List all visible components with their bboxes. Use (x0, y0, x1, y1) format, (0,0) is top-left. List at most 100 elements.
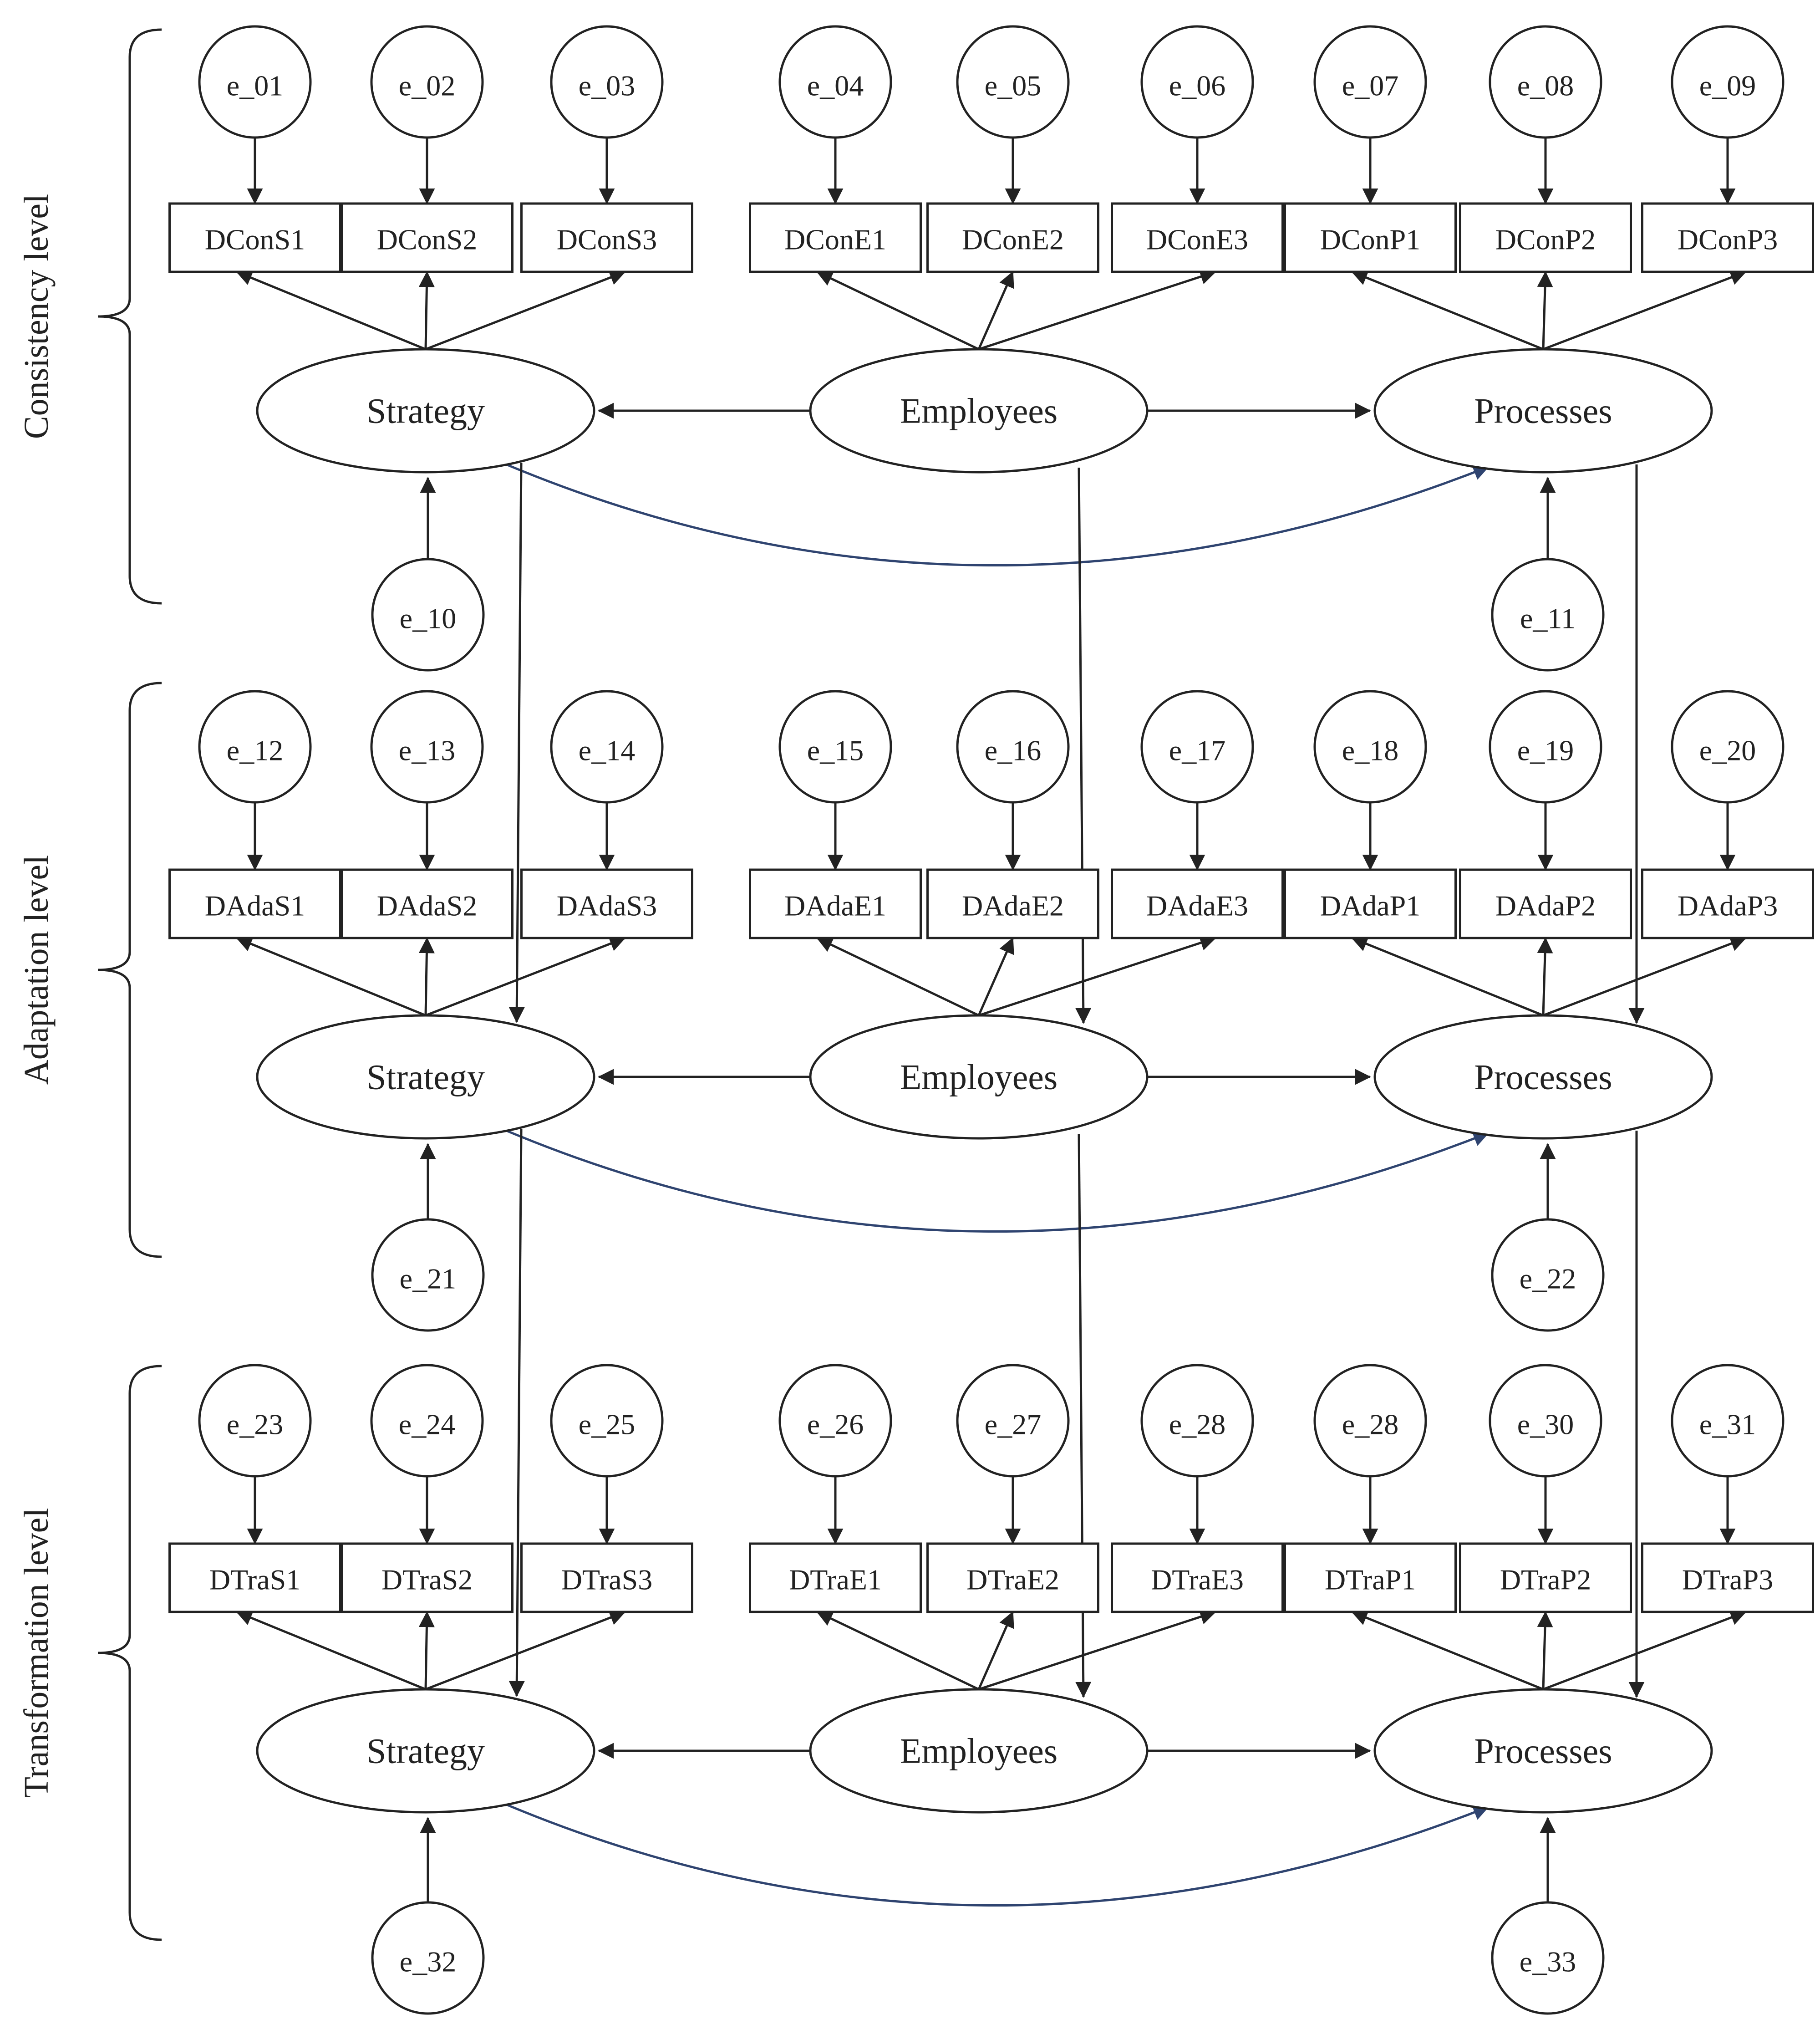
level-3-employees-indicator-label: DTraE1 (789, 1564, 882, 1596)
level-1-processes-indicator-label: DConP3 (1678, 224, 1778, 256)
level-2-strategy-error-circle (550, 690, 664, 804)
level-3-processes-error-label: e_31 (1699, 1408, 1756, 1441)
level-3-strategy-error-circle (198, 1364, 312, 1478)
level-1-processes-disturbance-label: e_11 (1520, 602, 1576, 635)
level-2-to-3-strategy-path (508, 1129, 525, 1697)
level-2-employees-indicator-label: DAdaE3 (1146, 890, 1248, 922)
level-1-strategy-loading-arrow (236, 270, 426, 351)
level-2-employees-loading-arrow (816, 937, 980, 1017)
level-1-processes-indicator-label: DConP1 (1320, 224, 1421, 256)
level-1-strategy-disturbance-circle (371, 558, 485, 672)
level-1-employees-latent (809, 348, 1149, 474)
level-2-strategy-indicator-label: DAdaS2 (377, 890, 477, 922)
paths-layer (236, 138, 1747, 1907)
level-2-employees-indicator-label: DAdaE2 (962, 890, 1064, 922)
level-2-processes-loading-arrow (1543, 936, 1747, 1017)
level-2-strategy-disturbance-label: e_21 (400, 1263, 456, 1295)
level-3-processes-error-label: e_28 (1342, 1408, 1398, 1441)
level-3-strategy-loading-arrow (236, 1610, 426, 1691)
level-3-strategy-indicator-label: DTraS2 (381, 1564, 473, 1596)
level-1-strategy-latent-label: Strategy (366, 391, 485, 431)
level-3-processes-error-circle (1313, 1364, 1427, 1478)
level-2-processes-indicator-box (1459, 868, 1632, 939)
level-3-strategy-error-label: e_25 (579, 1408, 635, 1441)
level-2-processes-error-circle (1313, 690, 1427, 804)
level-1-processes-error-circle (1313, 25, 1427, 139)
level-3-employees-error-circle (956, 1364, 1070, 1478)
level-1-strategy-indicator-label: DConS3 (557, 224, 657, 256)
level-3-strategy-disturbance-label: e_32 (400, 1946, 456, 1978)
level-1-strategy-error-label: e_02 (399, 70, 455, 102)
level-3-processes-error-circle (1489, 1364, 1602, 1478)
level-1-processes-loading-arrow (1537, 271, 1553, 350)
level-2-processes-indicator-label: DAdaP3 (1678, 890, 1778, 922)
level-1-strategy-loading-arrow (425, 270, 626, 351)
level-2-employees-latent-label: Employees (900, 1057, 1058, 1097)
level-2-strategy-error-label: e_13 (399, 734, 455, 767)
level-3-employees-indicator-label: DTraE2 (966, 1564, 1059, 1596)
level-2-processes-latent (1373, 1014, 1713, 1140)
level-2-strategy-error-label: e_14 (579, 734, 635, 767)
level-1-strategy-latent (256, 348, 595, 474)
level-1-bracket (97, 28, 162, 605)
level-1-employees-error-label: e_06 (1169, 70, 1225, 102)
level-3-processes-disturbance-label: e_33 (1520, 1946, 1576, 1978)
level-2-strategy-indicator-box (168, 868, 341, 939)
level-2-label: Adaptation level (17, 855, 56, 1085)
level-3-strategy-indicator-label: DTraS1 (209, 1564, 300, 1596)
level-3-strategy-to-processes-arrow (503, 1802, 1490, 1907)
level-2-strategy-error-label: e_12 (227, 734, 283, 767)
level-3-employees-indicator-box (749, 1542, 922, 1613)
level-2-strategy-loading-arrow (425, 936, 626, 1017)
level-1-employees-latent-label: Employees (900, 391, 1058, 431)
level-3-strategy-indicator-box (341, 1542, 513, 1613)
level-3-employees-loading-arrow (978, 1609, 1216, 1691)
level-1-employees-error-circle (1140, 25, 1254, 139)
level-3-employees-latent (809, 1688, 1149, 1814)
level-1-processes-error-label: e_08 (1517, 70, 1574, 102)
level-2-processes-latent-label: Processes (1474, 1057, 1612, 1097)
level-2-strategy-loading-arrow (236, 936, 426, 1017)
level-3-processes-indicator-label: DTraP3 (1682, 1564, 1773, 1596)
level-2-employees-indicator-box (1111, 868, 1284, 939)
level-1-employees-loading-arrow (978, 269, 1216, 351)
level-1-to-2-strategy-path (508, 463, 525, 1023)
level-1-strategy-to-processes-arrow (503, 462, 1490, 566)
level-2-strategy-loading-arrow (418, 937, 435, 1016)
level-2-employees-indicator-box (749, 868, 922, 939)
level-2-processes-indicator-label: DAdaP1 (1320, 890, 1420, 922)
level-2-strategy-error-circle (198, 690, 312, 804)
level-3-strategy-indicator-label: DTraS3 (561, 1564, 652, 1596)
level-2-processes-error-label: e_20 (1699, 734, 1756, 767)
level-1-processes-indicator-box (1641, 202, 1814, 273)
level-1-strategy-indicator-label: DConS1 (205, 224, 305, 256)
level-1-processes-latent-label: Processes (1474, 391, 1612, 431)
level-3-strategy-disturbance-circle (371, 1901, 485, 2015)
level-3-strategy-loading-arrow (425, 1610, 626, 1691)
level-2-strategy-indicator-label: DAdaS3 (557, 890, 657, 922)
level-1-employees-error-label: e_05 (985, 70, 1041, 102)
level-2-processes-loading-arrow (1537, 937, 1553, 1016)
level-2-strategy-to-processes-arrow (503, 1128, 1490, 1233)
level-2-processes-error-label: e_19 (1517, 734, 1574, 767)
level-1-processes-latent (1373, 348, 1713, 474)
level-2-bracket (97, 682, 162, 1258)
level-1-employees-indicator-box (1111, 202, 1284, 273)
level-2-employees-error-circle (1140, 690, 1254, 804)
level-3-processes-indicator-box (1641, 1542, 1814, 1613)
level-1-strategy-indicator-box (341, 202, 513, 273)
level-3-employees-indicator-box (926, 1542, 1099, 1613)
level-3-employees-latent-label: Employees (900, 1731, 1058, 1771)
level-1-employees-loading-arrow (977, 271, 1014, 350)
level-3-employees-error-label: e_28 (1169, 1408, 1225, 1441)
level-3-employees-error-circle (1140, 1364, 1254, 1478)
level-1-strategy-error-circle (198, 25, 312, 139)
level-1-processes-error-circle (1489, 25, 1602, 139)
level-1-label: Consistency level (17, 194, 56, 439)
level-2-strategy-error-circle (370, 690, 484, 804)
level-2-processes-indicator-box (1641, 868, 1814, 939)
level-3-processes-indicator-box (1459, 1542, 1632, 1613)
level-2-employees-error-label: e_15 (807, 734, 864, 767)
